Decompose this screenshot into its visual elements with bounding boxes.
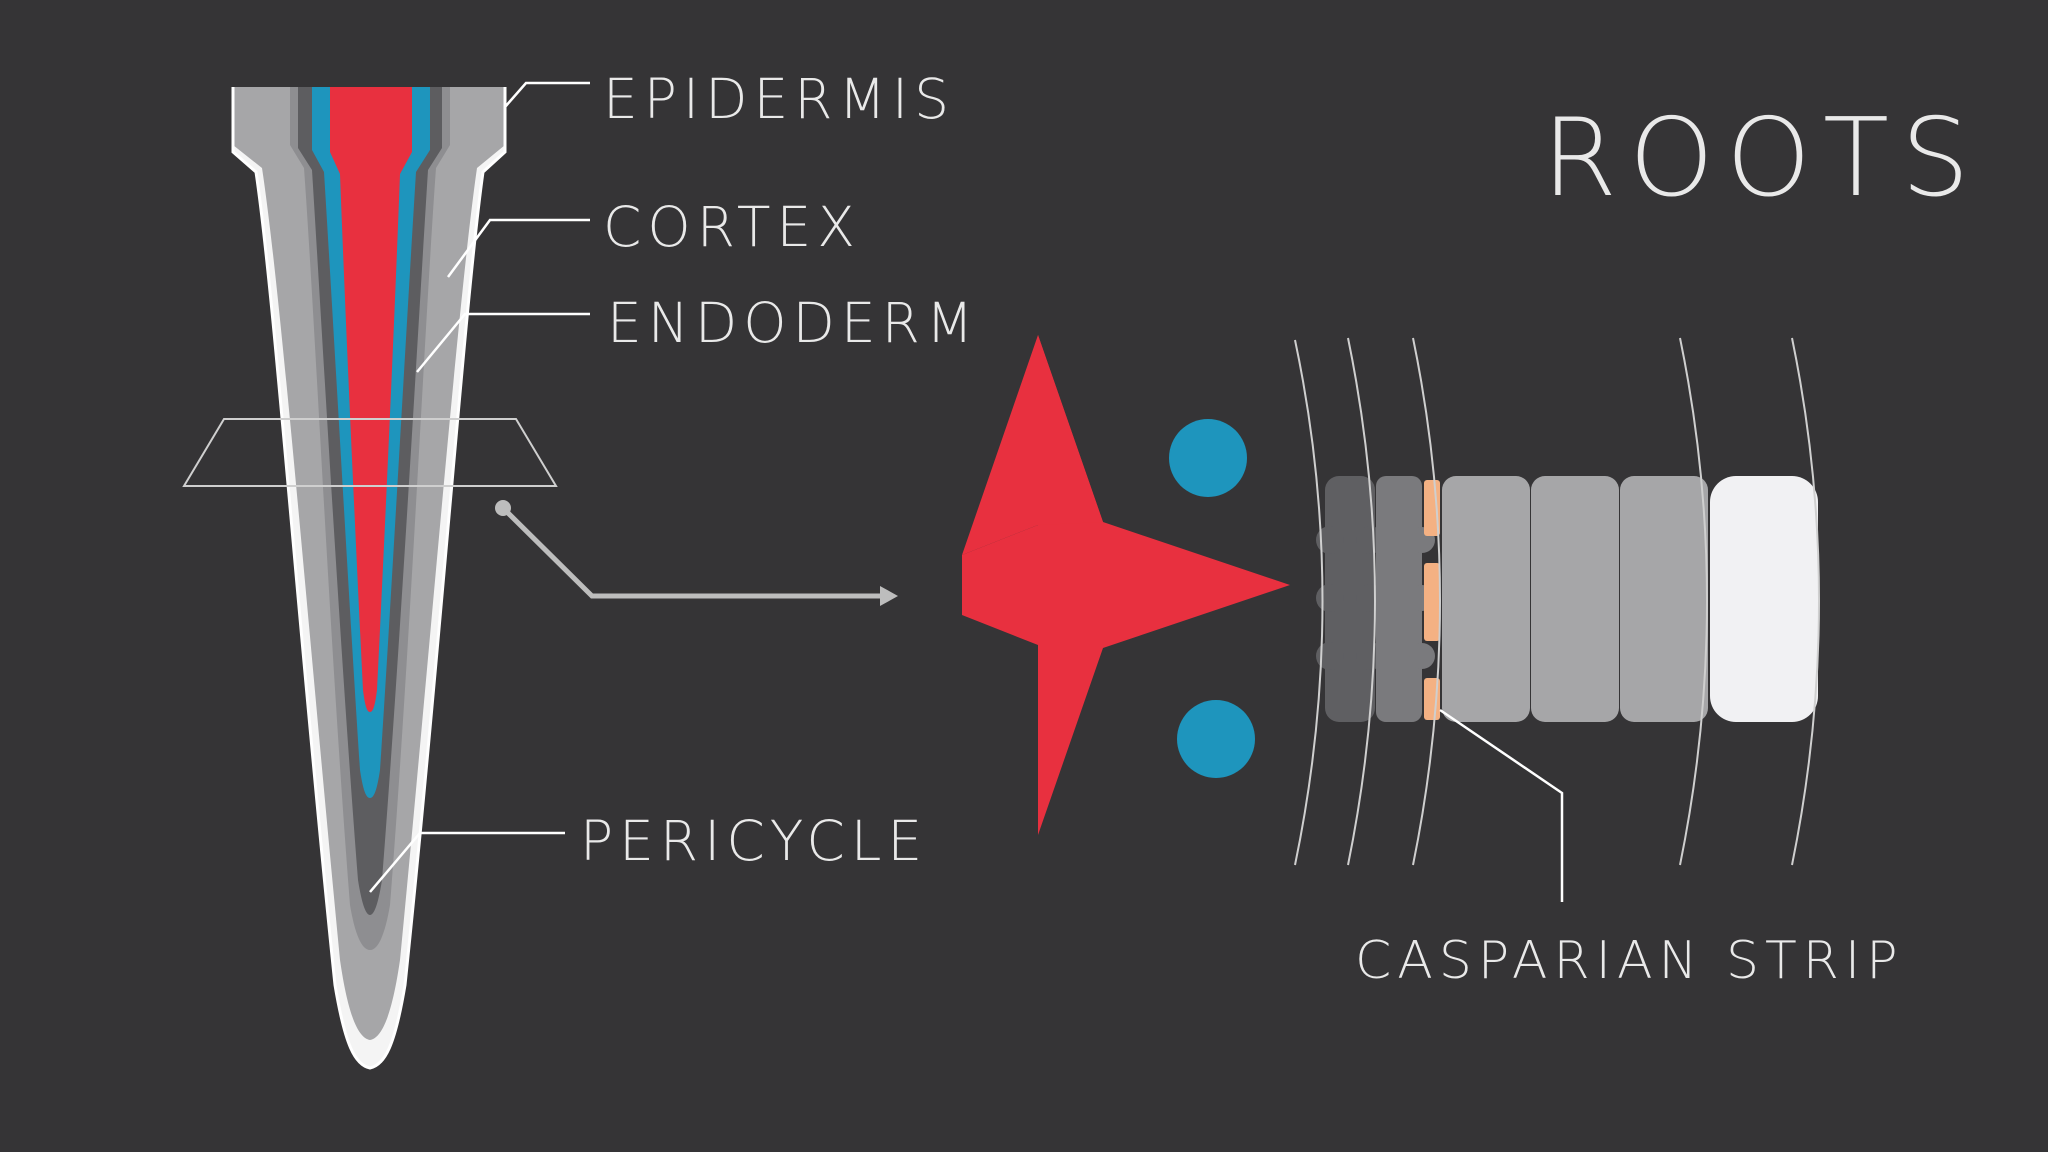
cross-section-view	[962, 335, 1820, 902]
cortex-cell	[1620, 476, 1708, 722]
epidermis-leader	[504, 81, 590, 108]
zoom-arrow	[495, 500, 898, 606]
boundary-arc	[1294, 339, 1324, 866]
cortex-cell	[1531, 476, 1619, 722]
label-leader-lines	[369, 81, 590, 893]
casparian-strip-segment	[1424, 563, 1440, 641]
endoderm-leader	[416, 312, 590, 373]
cortex-cell	[1442, 476, 1530, 722]
casparian-strip-leader	[1439, 708, 1564, 902]
pericycle-cells	[1316, 476, 1384, 722]
phloem-cell-bottom	[1177, 700, 1255, 778]
zoom-arrow-head	[880, 586, 898, 606]
root-xylem-core	[330, 87, 412, 712]
xylem-star-left-point	[962, 335, 1103, 555]
label-pericycle: PERICYCLE	[580, 809, 928, 873]
root-longitudinal-view	[231, 87, 507, 1070]
label-cortex: CORTEX	[603, 195, 861, 259]
label-casparian-strip: CASPARIAN STRIP	[1355, 931, 1904, 991]
cross-section-plane	[182, 418, 558, 487]
label-epidermis: EPIDERMIS	[603, 67, 955, 131]
layer-boundary-arcs	[1294, 337, 1820, 866]
boundary-arc	[1412, 337, 1441, 866]
zoom-arrow-line	[501, 506, 880, 599]
page-title: ROOTS	[1542, 96, 1982, 221]
cortex-leader	[446, 218, 590, 278]
epidermis-cell	[1710, 476, 1818, 722]
pericycle-leader	[369, 831, 565, 893]
boundary-arc	[1347, 337, 1376, 866]
root-labels: EPIDERMIS CORTEX ENDODERM PERICYCLE	[580, 67, 979, 873]
label-endoderm: ENDODERM	[607, 291, 979, 355]
phloem-cell-top	[1169, 419, 1247, 497]
boundary-arc	[1791, 337, 1820, 866]
root-outline	[231, 87, 507, 1070]
boundary-arc	[1679, 337, 1708, 866]
